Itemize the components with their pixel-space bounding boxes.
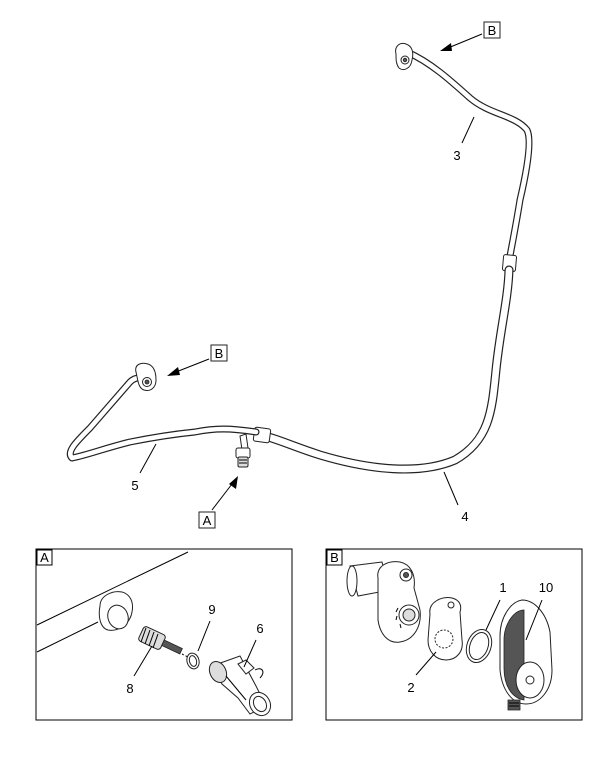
callout-5: 5 — [131, 478, 138, 493]
valve-core — [138, 626, 189, 658]
callout-2: 2 — [407, 680, 414, 695]
ref-box-b-left: B — [167, 344, 228, 376]
detail-b-panel: B 2 1 — [325, 548, 583, 721]
pressure-switch — [208, 655, 272, 717]
detail-a-panel: A 8 9 — [35, 548, 293, 721]
callout-8: 8 — [126, 681, 133, 696]
ref-a-main-text: A — [203, 513, 212, 528]
callout-6: 6 — [256, 621, 263, 636]
callout-4: 4 — [461, 509, 468, 524]
ref-box-b-top: B — [440, 21, 501, 51]
left-flange-fitting — [135, 362, 157, 391]
callout-3: 3 — [453, 148, 460, 163]
ref-b-left-text: B — [215, 346, 224, 361]
top-flange-fitting — [395, 43, 414, 71]
gasket — [427, 597, 463, 661]
ref-b-top-text: B — [488, 23, 497, 38]
ref-box-a-main: A — [198, 476, 238, 529]
callout-9: 9 — [208, 602, 215, 617]
callout-1: 1 — [499, 580, 506, 595]
callout-10: 10 — [539, 580, 553, 595]
detail-a-label: A — [40, 550, 49, 565]
detail-b-label: B — [330, 550, 339, 565]
line-assembly — [66, 48, 533, 474]
pressure-sensor — [499, 599, 553, 711]
flange-block — [377, 561, 421, 643]
service-valve — [235, 433, 251, 468]
